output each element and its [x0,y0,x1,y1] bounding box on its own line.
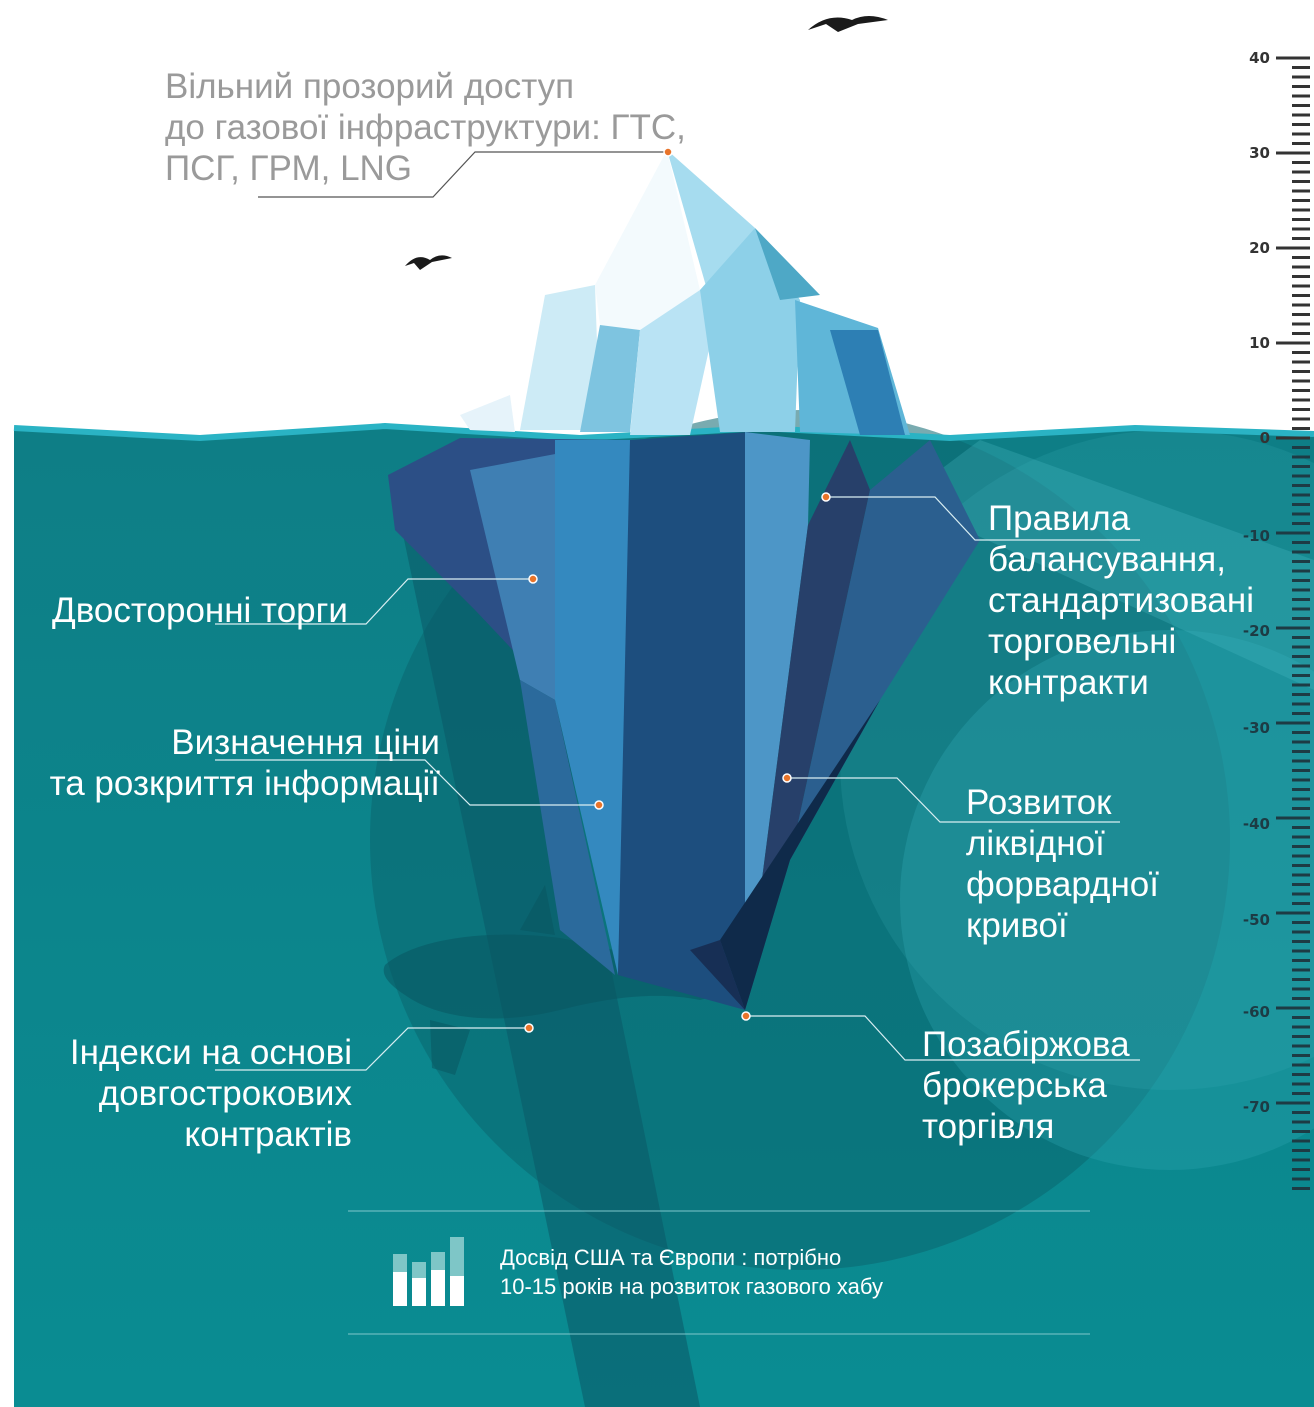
label-forward-curve: Розвиток ліквідної форвардної кривої [966,782,1159,946]
label-line: Правила [988,499,1131,538]
top-label-line: Вільний прозорий доступ [165,67,575,106]
ruler-label: 10 [1249,334,1270,352]
ruler-label: -70 [1242,1098,1270,1116]
label-bilateral-trading: Двосторонні торги [52,590,348,631]
label-line: Визначення ціни [171,723,440,762]
ruler-label: 30 [1249,144,1270,162]
label-balancing-rules: Правила балансування, стандартизовані то… [988,498,1254,703]
bird-small-icon [405,255,452,270]
leader-indices [215,1027,529,1071]
dot-otc [741,1011,751,1021]
iceberg-body [388,432,980,1010]
ruler-label: -60 [1242,1003,1270,1021]
label-indices: Індекси на основі довгострокових контрак… [70,1032,352,1155]
ruler-label: -50 [1242,911,1270,929]
dot-balancing [821,492,831,502]
ruler-label: -20 [1242,622,1270,640]
dot-bilateral [528,574,538,584]
ruler-label: -30 [1242,719,1270,737]
top-label-line: до газової інфраструктури: ГТС, [165,108,686,147]
label-line: стандартизовані [988,581,1254,620]
label-line: Розвиток [966,783,1112,822]
label-line: Індекси на основі [69,1033,352,1072]
label-line: довгострокових [98,1074,352,1113]
label-line: Позабіржова [922,1025,1130,1064]
top-label-infrastructure: Вільний прозорий доступ до газової інфра… [165,66,686,189]
leader-otc [746,1015,1140,1061]
label-line: контракти [988,663,1149,702]
label-line: ліквідної [966,824,1105,863]
ruler-label: 20 [1249,239,1270,257]
dot-forward [782,773,792,783]
label-line: торговельні [988,622,1177,661]
label-line: балансування, [988,540,1226,579]
ruler-label: -10 [1242,527,1270,545]
bar-chart-icon [393,1237,464,1306]
label-line: торгівля [922,1107,1055,1146]
ruler-label: -40 [1242,815,1270,833]
bird-large-icon [808,16,888,32]
depth-ruler [1276,56,1310,1190]
label-price-discovery: Визначення ціни та розкриття інформації [50,722,440,804]
leader-balancing [826,496,1140,541]
label-line: та розкриття інформації [49,764,440,803]
leader-forward [787,777,1120,823]
ruler-label: 0 [1259,429,1270,447]
top-label-line: ПСГ, ГРМ, LNG [165,149,413,188]
label-line: кривої [966,906,1068,945]
label-line: контрактів [184,1115,352,1154]
label-otc-trading: Позабіржова брокерська торгівля [922,1024,1130,1147]
label-line: форвардної [966,865,1159,904]
leader-bilateral [215,578,533,625]
label-line: Двосторонні торги [52,591,348,630]
dot-top [663,147,673,157]
footer-line: 10-15 років на розвиток газового хабу [500,1274,884,1299]
leader-top [258,151,668,198]
dot-indices [524,1023,534,1033]
leader-price [215,759,599,806]
footer-line: Досвід США та Європи : потрібно [500,1245,842,1270]
iceberg-tip [460,150,910,435]
label-line: брокерська [922,1066,1107,1105]
ruler-label: 40 [1249,49,1270,67]
marker-dots [524,147,831,1033]
footer-note: Досвід США та Європи : потрібно 10-15 ро… [500,1243,883,1301]
dot-price [594,800,604,810]
